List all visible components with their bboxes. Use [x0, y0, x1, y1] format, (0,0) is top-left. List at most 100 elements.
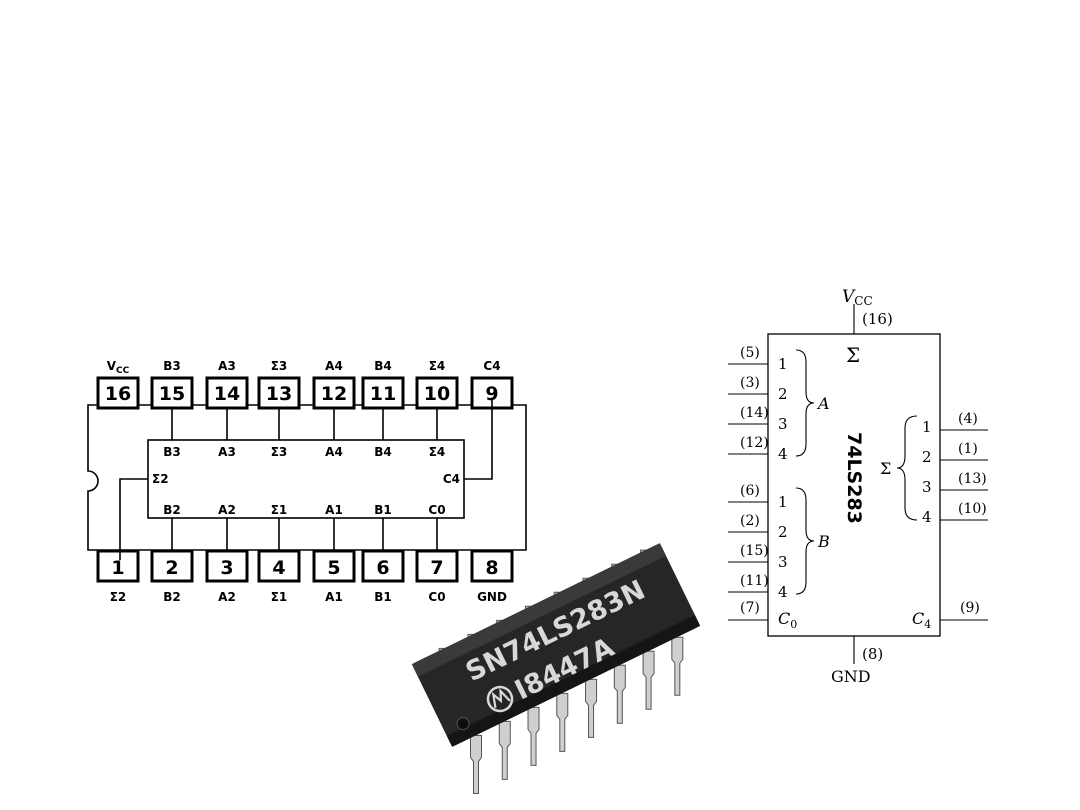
output-sum-3: (13) 3: [922, 471, 988, 496]
gnd-label: GND: [831, 667, 871, 686]
pin-label: Σ3: [271, 359, 288, 373]
pin-box: [150, 549, 194, 583]
pin-bottom-6: 6B1: [361, 549, 405, 604]
pin-label: C4: [483, 359, 500, 373]
brace-a: [795, 349, 815, 457]
inner-left-label: Σ2: [152, 472, 169, 486]
pin-box: [415, 376, 459, 410]
pin1-dot: [456, 717, 470, 731]
output-sum-4: (10)4: [922, 501, 988, 526]
io-bit-label: 4: [922, 508, 932, 526]
pin-number: 11: [370, 383, 396, 405]
pin-label: B4: [374, 359, 392, 373]
part-number: 74LS283: [843, 432, 865, 524]
input-b-2: (2) 2: [728, 513, 788, 541]
pin-label: Σ4: [429, 359, 446, 373]
c4-wire: [464, 400, 493, 480]
pin-bottom-4: 4Σ1: [257, 549, 301, 604]
chip-leg: [585, 678, 598, 738]
io-pin-label: (2): [740, 513, 760, 529]
pin-number: 16: [105, 383, 131, 405]
symbol-box: [767, 333, 941, 637]
input-b-3: (15) 3: [728, 543, 788, 571]
group-sum-label: Σ: [880, 459, 891, 478]
brace-sum: [896, 415, 918, 521]
pin-box: [470, 549, 514, 583]
pin-box: [361, 549, 405, 583]
pin-label: C0: [428, 590, 445, 604]
inner-top-label: A4: [325, 445, 343, 459]
io-pin-label: (13): [958, 471, 987, 487]
inner-logic-box: [147, 439, 465, 519]
input-b-1: (6) 1: [728, 483, 788, 511]
input-a-4: (12)4: [728, 435, 788, 463]
pin-number: 10: [424, 383, 450, 405]
group-a-label: A: [816, 394, 830, 413]
pin-label: A2: [218, 590, 236, 604]
pin-box: [361, 376, 405, 410]
pin-label: A4: [325, 359, 343, 373]
io-pin-label: (4): [958, 411, 978, 427]
input-a-3: (14) 3: [728, 405, 788, 433]
pin-label: Σ2: [110, 590, 127, 604]
pin-label: A1: [325, 590, 343, 604]
inner-top-label: A3: [218, 445, 236, 459]
io-bit-label: 2: [778, 523, 788, 541]
io-pin-label: (14): [740, 405, 769, 421]
motorola-logo-icon: [486, 685, 514, 713]
io-bit-label: 3: [778, 415, 788, 433]
pin-number: 7: [430, 557, 443, 579]
chip-leg: [470, 734, 482, 794]
inner-top-label: Σ3: [271, 445, 288, 459]
chip-leg: [671, 636, 684, 696]
vcc-label: VCC: [842, 287, 873, 308]
inner-bottom-label: B2: [163, 503, 181, 517]
vcc-pin-label: (16): [862, 310, 893, 328]
pin-number: 12: [321, 383, 347, 405]
pin-top-10: 10 Σ4: [415, 359, 459, 410]
io-bit-label: 2: [778, 385, 788, 403]
pin-bottom-1: 1Σ2: [96, 549, 140, 604]
c4-label: C4: [912, 609, 931, 631]
io-bit-label: 3: [778, 553, 788, 571]
pin-number: 14: [214, 383, 240, 405]
pinout-diagram: 16VCC15B314A313Σ312A411B410Σ49C41Σ22B23A…: [87, 359, 527, 604]
io-pin-label: (6): [740, 483, 760, 499]
inner-bottom-label: C0: [428, 503, 445, 517]
io-pin-label: (3): [740, 375, 760, 391]
pin-box: [312, 376, 356, 410]
group-b-label: B: [817, 532, 830, 551]
pin-bottom-5: 5A1: [312, 549, 356, 604]
pin-box: [96, 376, 140, 410]
input-b-4: (11)4: [728, 573, 788, 601]
pin-bottom-2: 2B2: [150, 549, 194, 604]
io-bit-label: 4: [778, 583, 788, 601]
pin-top-11: 11 B4: [361, 359, 405, 410]
inner-top-label: Σ4: [429, 445, 446, 459]
inner-bottom-label: A1: [325, 503, 343, 517]
pin-label: B1: [374, 590, 392, 604]
output-sum-2: (1)2: [922, 441, 988, 466]
pin-box: [257, 549, 301, 583]
pin-top-12: 12 A4: [312, 359, 356, 410]
io-bit-label: 3: [922, 478, 932, 496]
pin-bottom-7: 7C0: [415, 549, 459, 604]
sigma-title: Σ: [846, 343, 860, 367]
pin-bottom-3: 3A2: [205, 549, 249, 604]
pin-number: 4: [272, 557, 285, 579]
pin-label: B2: [163, 590, 181, 604]
pin-number: 13: [266, 383, 292, 405]
pin-number: 8: [485, 557, 498, 579]
input-a-2: (3) 2: [728, 375, 788, 403]
io-pin-label: (12): [740, 435, 769, 451]
pin-number: 3: [220, 557, 233, 579]
io-bit-label: 1: [778, 493, 788, 511]
io-pin-label: (15): [740, 543, 769, 559]
c0-label: C0: [778, 609, 797, 631]
chip-leg: [556, 692, 569, 752]
